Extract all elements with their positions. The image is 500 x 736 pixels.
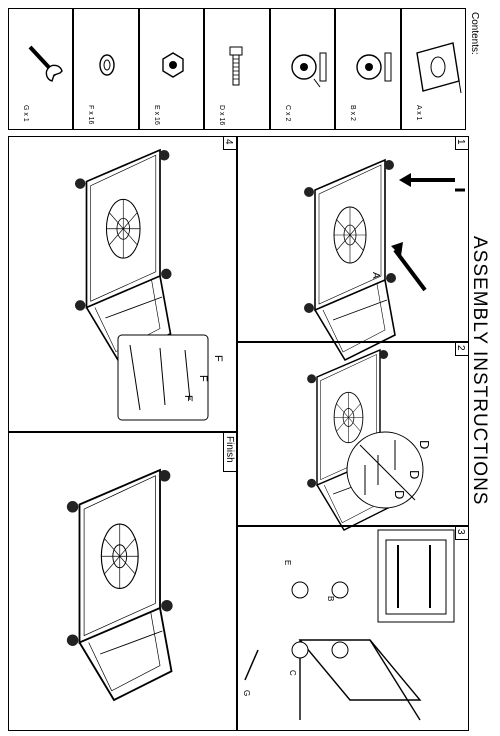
step-2-callout-d2: D <box>407 470 422 479</box>
step-3-callout-b: B <box>326 596 335 601</box>
step-1-panel <box>237 136 469 342</box>
step-3-callout-e: E <box>283 560 292 565</box>
part-cell-2: B x 2 <box>335 8 401 130</box>
step-4-callout-f2: F <box>197 375 209 382</box>
step-3-badge <box>455 526 469 540</box>
step-3-panel <box>237 526 469 731</box>
part-cell-6: F x 16 <box>73 8 139 130</box>
part-cell-4: D x 16 <box>204 8 270 130</box>
part-cell-7: G x 1 <box>7 8 73 130</box>
nut-icon <box>161 52 184 78</box>
step-3-wrench <box>244 649 259 681</box>
step-4-badge <box>223 136 237 150</box>
step-4-panel <box>8 136 237 432</box>
step-1-badge <box>455 136 469 150</box>
step-2-badge <box>455 342 469 356</box>
step-1-callout-a: A <box>370 272 381 279</box>
step-3-callout-c: C <box>288 670 297 676</box>
finish-panel <box>8 432 237 731</box>
part-cell-3: C x 2 <box>269 8 335 130</box>
step-4-callout-f3: F <box>182 395 194 402</box>
washer-icon <box>99 54 115 76</box>
step-2-callout-d3: D <box>392 490 407 499</box>
bolt-icon <box>229 46 243 86</box>
finish-badge <box>223 432 237 472</box>
step-2-callout-d1: D <box>417 440 432 449</box>
swivel-caster-icon <box>356 52 392 82</box>
part-cell-5: E x 16 <box>138 8 204 130</box>
step-3-callout-g: G <box>242 690 251 696</box>
wrench-icon <box>28 45 63 82</box>
part-cell-1: A x 1 <box>400 8 466 130</box>
brake-caster-icon <box>290 52 326 88</box>
step-4-callout-f1: F <box>212 355 224 362</box>
handtruck-frame-icon <box>415 42 461 94</box>
